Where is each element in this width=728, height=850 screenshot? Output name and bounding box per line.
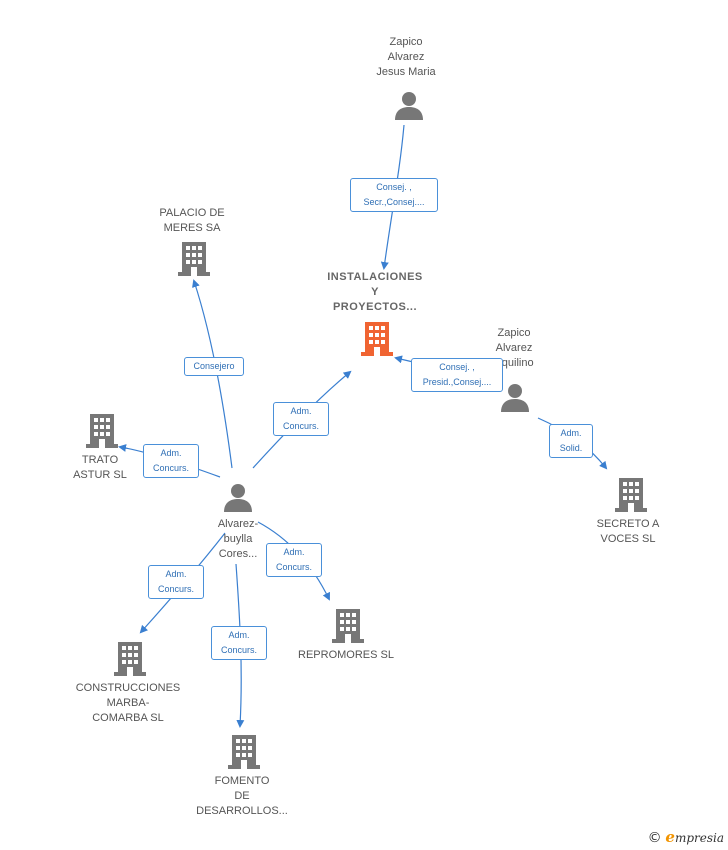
brand-e: e	[665, 828, 675, 846]
building-icon[interactable]	[228, 735, 260, 769]
building-icon[interactable]	[178, 242, 210, 276]
edge-label-consejero[interactable]: Consejero	[184, 357, 244, 376]
edge-label-consej-secr[interactable]: Consej. , Secr.,Consej....	[350, 178, 438, 212]
empresia-logo: © empresia	[648, 828, 724, 846]
person-icon[interactable]	[223, 482, 253, 512]
node-label-secreto[interactable]: SECRETO A VOCES SL	[596, 518, 660, 545]
building-icon[interactable]	[332, 609, 364, 643]
edge-label-adm-solid[interactable]: Adm. Solid.	[549, 424, 593, 458]
node-label-construcciones[interactable]: CONSTRUCCIONES MARBA- COMARBA SL	[75, 682, 181, 724]
edge-label-adm-concurs-trato[interactable]: Adm. Concurs.	[143, 444, 199, 478]
node-label-instalaciones[interactable]: INSTALACIONES Y PROYECTOS...	[327, 271, 423, 313]
edge-label-adm-concurs-repromores[interactable]: Adm. Concurs.	[266, 543, 322, 577]
edge-label-adm-concurs-instalaciones[interactable]: Adm. Concurs.	[273, 402, 329, 436]
edge-label-adm-concurs-construcciones[interactable]: Adm. Concurs.	[148, 565, 204, 599]
node-label-repromores[interactable]: REPROMORES SL	[298, 649, 394, 661]
brand-rest: mpresia	[674, 831, 724, 845]
edge-label-adm-concurs-fomento[interactable]: Adm. Concurs.	[211, 626, 267, 660]
building-icon[interactable]	[86, 414, 118, 448]
node-label-palacio[interactable]: PALACIO DE MERES SA	[159, 207, 225, 234]
node-label-zapico-jesus[interactable]: Zapico Alvarez Jesus Maria	[376, 36, 436, 78]
person-icon[interactable]	[500, 382, 530, 412]
node-label-alvarez[interactable]: Alvarez- buylla Cores...	[217, 518, 259, 560]
copyright-icon: ©	[647, 830, 662, 846]
person-icon[interactable]	[394, 90, 424, 120]
node-label-fomento[interactable]: FOMENTO DE DESARROLLOS...	[196, 775, 288, 817]
building-icon[interactable]	[361, 322, 393, 356]
building-icon[interactable]	[615, 478, 647, 512]
building-icon[interactable]	[114, 642, 146, 676]
node-label-zapico-aquilino[interactable]: Zapico Alvarez Aquilino	[494, 327, 534, 369]
edge-label-consej-presid[interactable]: Consej. , Presid.,Consej....	[411, 358, 503, 392]
node-label-trato[interactable]: TRATO ASTUR SL	[73, 454, 127, 481]
